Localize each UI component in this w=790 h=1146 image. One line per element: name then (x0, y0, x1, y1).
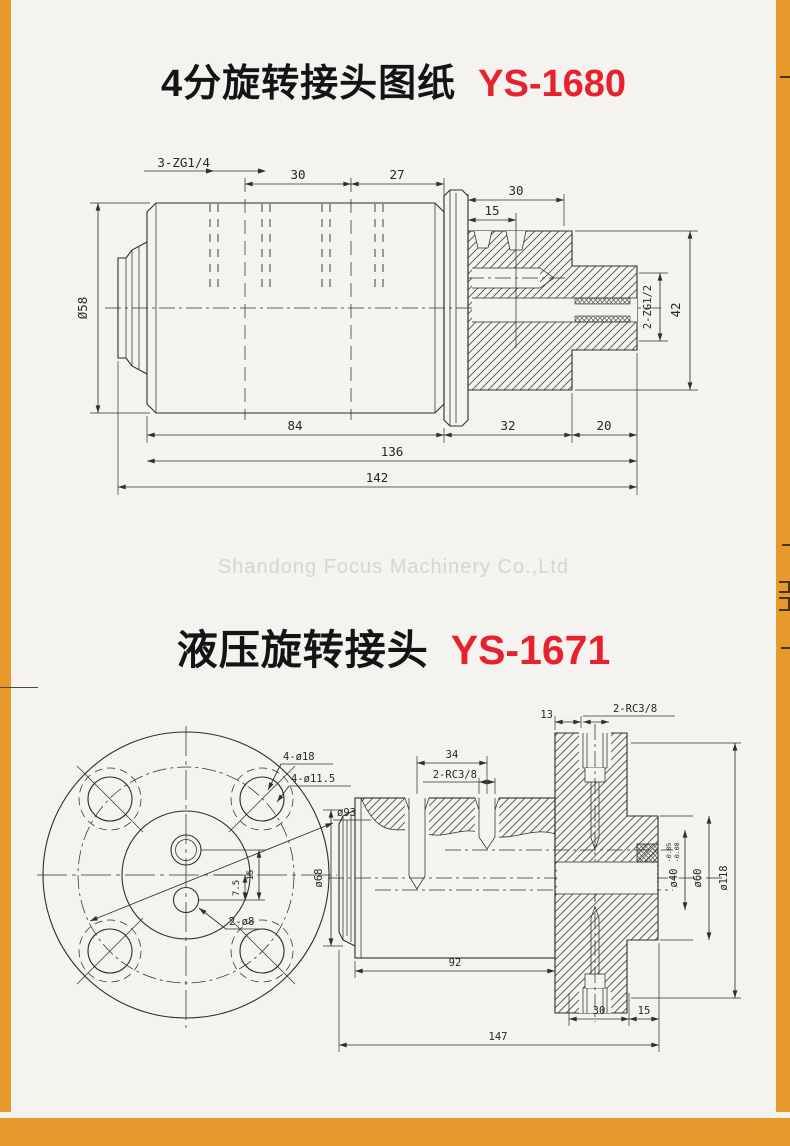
dim-thread-flange: 2-RC3/8 (613, 703, 657, 715)
joint-section-view (328, 724, 725, 1022)
bottom-accent-bar (0, 1118, 790, 1146)
dim-dia68: ø68 (313, 869, 325, 888)
dim-142: 142 (366, 470, 389, 485)
drawing1-title: 4分旋转接头图纸 (160, 63, 457, 105)
dim-bolt-counterbore: 4-ø18 (283, 751, 315, 763)
drawing2-technical-drawing: 4-ø18 4-ø11.5 ø93 2-ø8 7.5 15 (37, 703, 741, 1052)
dim-15b: 15 (638, 1005, 651, 1017)
right-accent-border (776, 0, 790, 1112)
dim-dia40: ø40 (668, 869, 680, 888)
left-accent-border (0, 0, 11, 1112)
drawing2-dimensions: 34 2-RC3/8 13 2-RC3/8 ø68 ø40 -0.05 -0.0 (313, 703, 741, 1052)
edge-artifact (781, 647, 790, 649)
dim-20: 20 (596, 418, 611, 433)
dim-42: 42 (668, 302, 683, 317)
drawing1-model-code: YS-1680 (478, 63, 627, 105)
dim-34: 34 (446, 749, 459, 761)
edge-artifact (780, 76, 790, 78)
dim-thread-body: 2-RC3/8 (433, 769, 477, 781)
company-watermark: Shandong Focus Machinery Co.,Ltd (217, 556, 570, 578)
dim-thread-ports: 3-ZG1/4 (157, 155, 210, 170)
dim-30: 30 (593, 1005, 606, 1017)
dim-thread-outlet: 2-ZG1/2 (642, 285, 654, 329)
drawing1-technical-drawing: 3-ZG1/4 30 27 30 15 Ø58 42 (75, 155, 698, 495)
edge-artifact (779, 581, 790, 593)
dim-30a: 30 (290, 167, 305, 182)
dim-147: 147 (489, 1031, 508, 1043)
dim-13: 13 (540, 709, 553, 721)
dim-pin-holes: 2-ø8 (229, 916, 254, 928)
edge-artifact (779, 597, 790, 611)
dim-32: 32 (500, 418, 515, 433)
drawing1-dimensions: 3-ZG1/4 30 27 30 15 Ø58 42 (75, 155, 698, 495)
dim-15-offset: 15 (246, 870, 256, 881)
page-break-line (0, 687, 38, 688)
dim-dia40-tol-upper: -0.05 (665, 842, 673, 862)
dim-27: 27 (389, 167, 404, 182)
dim-7-5: 7.5 (232, 880, 242, 896)
drawing2-title-row: 液压旋转接头 YS-1671 (11, 616, 776, 676)
drawing1-title-row: 4分旋转接头图纸 YS-1680 (11, 52, 776, 107)
dim-92: 92 (449, 957, 462, 969)
dim-136: 136 (381, 444, 404, 459)
edge-artifact (782, 544, 790, 546)
dim-dia118: ø118 (718, 865, 730, 890)
dim-dia60: ø60 (692, 869, 704, 888)
dim-dia40-tol-lower: -0.08 (673, 842, 681, 862)
outlet-section-view (443, 189, 638, 427)
dim-30b: 30 (508, 183, 523, 198)
dim-84: 84 (287, 418, 302, 433)
dim-dia40-group: ø40 -0.05 -0.08 (665, 842, 681, 887)
drawing2-title: 液压旋转接头 (176, 627, 429, 673)
dim-bolt-holes: 4-ø11.5 (291, 773, 335, 785)
dim-dia93: ø93 (337, 807, 356, 819)
dim-15: 15 (484, 203, 499, 218)
drawing2-model-code: YS-1671 (450, 627, 611, 673)
dim-dia58: Ø58 (75, 297, 90, 320)
flange-front-view: 4-ø18 4-ø11.5 ø93 2-ø8 7.5 15 (37, 726, 371, 1028)
